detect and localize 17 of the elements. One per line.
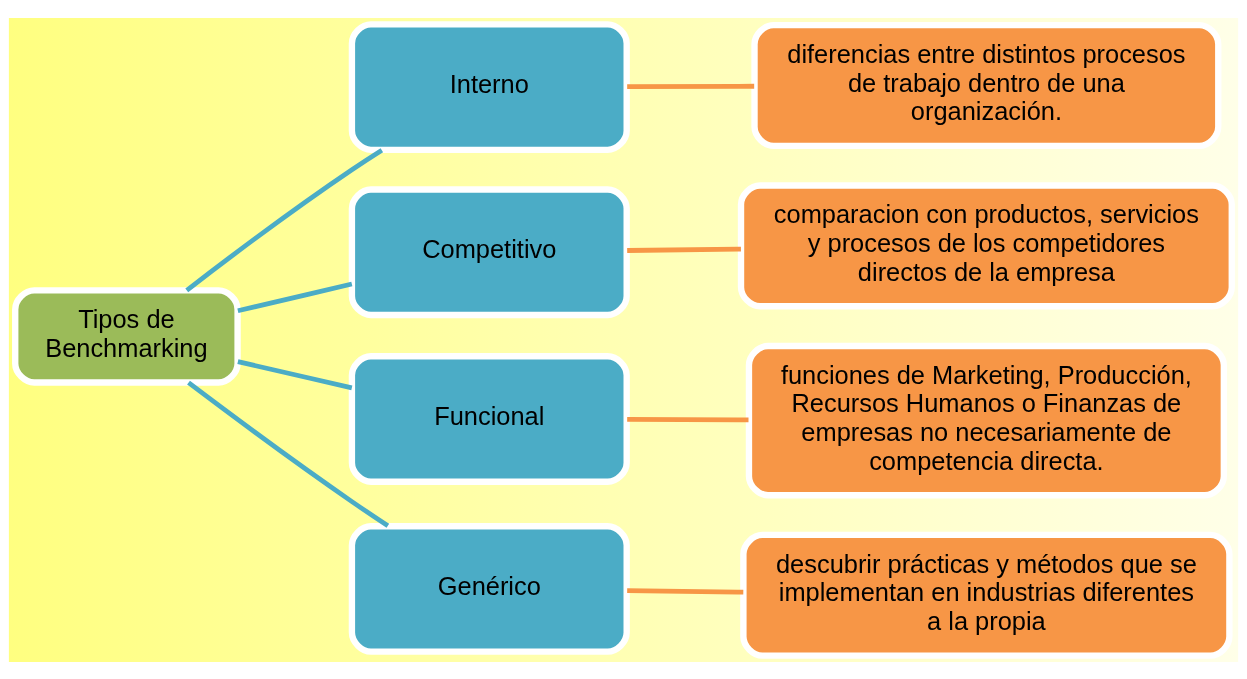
connector bbox=[187, 380, 390, 528]
node-box: descubrir prácticas y métodos que se implementan en industrias diferentes a la propia bbox=[740, 531, 1233, 659]
connector bbox=[237, 358, 353, 390]
connector bbox=[237, 281, 353, 313]
node-box: diferencias entre distintos procesos de trabajo dentro de una organización. bbox=[751, 21, 1222, 149]
connector bbox=[627, 83, 755, 89]
node-box: Competitivo bbox=[348, 185, 630, 318]
connector bbox=[627, 587, 744, 595]
node-box: Interno bbox=[348, 20, 630, 153]
node-box: Funcional bbox=[348, 352, 630, 485]
node-box: Tipos de Benchmarking bbox=[12, 286, 241, 386]
connector bbox=[627, 246, 741, 253]
node-box: Genérico bbox=[348, 522, 630, 655]
node-box: funciones de Marketing, Producción, Recursos Humanos o Finanzas de empresas no necesariamente de competencia directa. bbox=[745, 342, 1227, 498]
node-box: comparacion con productos, servicios y procesos de los competidores directos de la empresa bbox=[737, 181, 1235, 309]
connector bbox=[627, 416, 749, 422]
connector bbox=[185, 147, 384, 292]
